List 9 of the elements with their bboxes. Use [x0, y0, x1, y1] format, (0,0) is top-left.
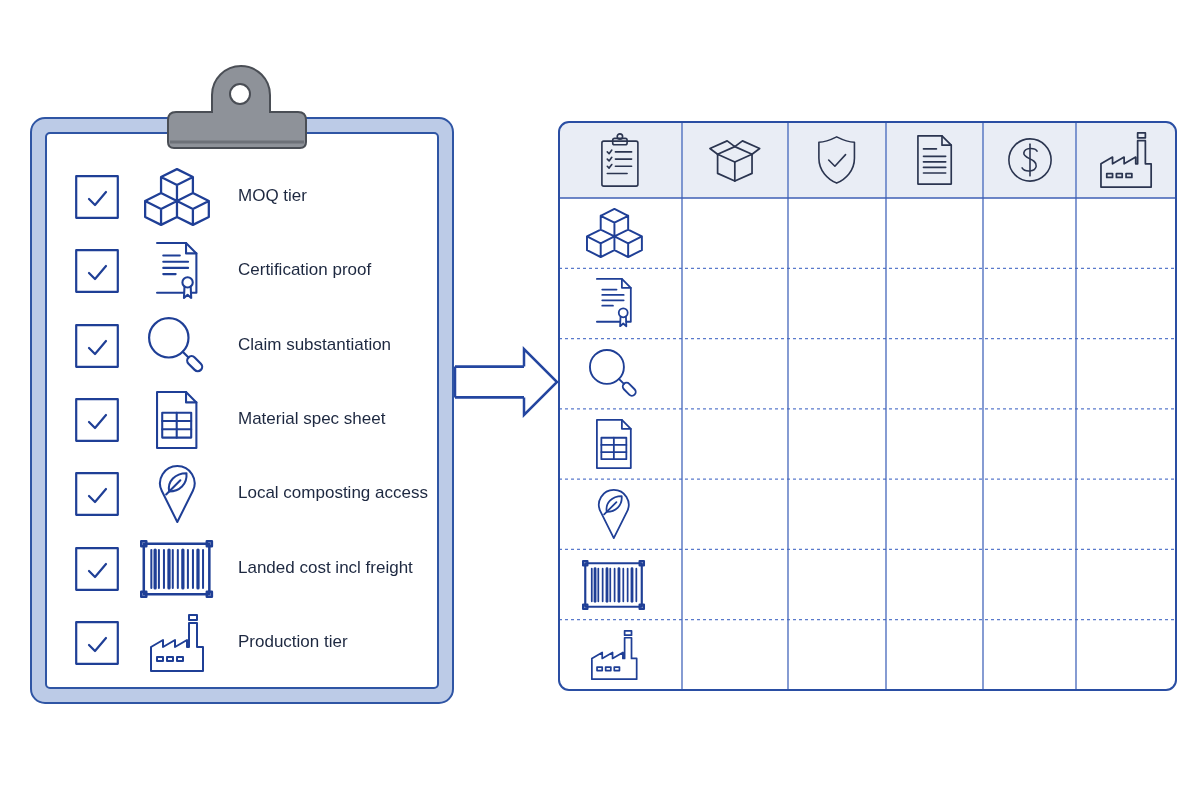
checklist-item: Material spec sheet — [238, 407, 386, 430]
checklist-item: MOQ tier — [238, 185, 307, 207]
checklist-item: Landed cost incl freight — [238, 556, 413, 579]
checklist-item: Certification proof — [238, 259, 372, 282]
checklist-item: Local composting access — [238, 482, 428, 505]
clipboard — [30, 64, 454, 705]
checklist-item: Production tier — [238, 630, 348, 653]
checklist-item: Claim substantiation — [238, 333, 392, 356]
empty-table — [558, 121, 1177, 691]
